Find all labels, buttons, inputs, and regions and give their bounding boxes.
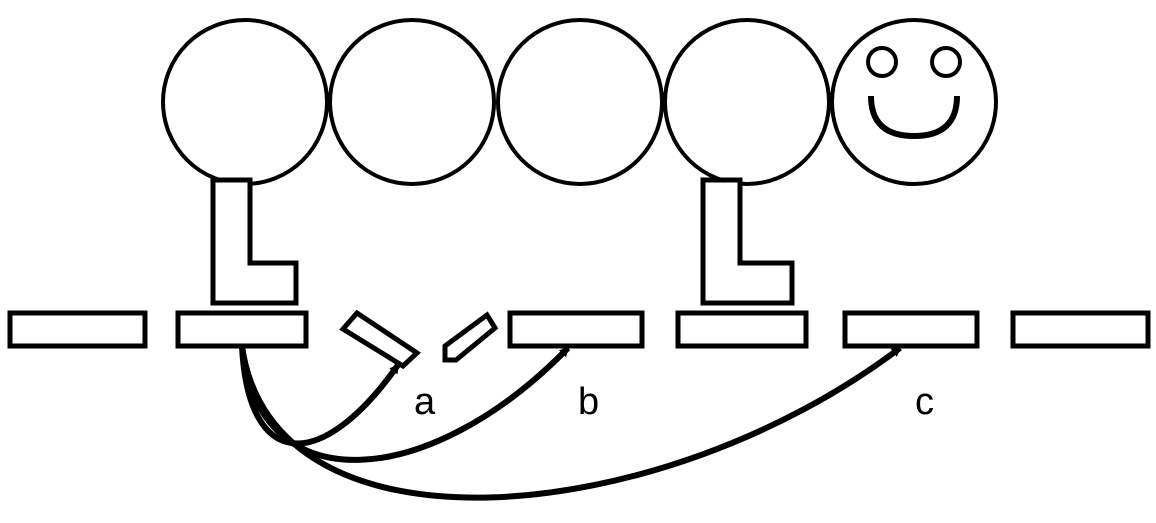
broken-piece-right xyxy=(442,311,499,363)
arrow-to-a xyxy=(239,345,401,447)
smiley-face-icon xyxy=(830,18,998,186)
ground-segment-1 xyxy=(7,310,148,349)
left-eye xyxy=(866,46,898,78)
ground-segment-8 xyxy=(1010,310,1151,349)
body-segment-2 xyxy=(328,18,496,186)
broken-ground xyxy=(339,309,499,370)
body-segment-3 xyxy=(496,18,664,186)
label-a: a xyxy=(414,381,436,423)
jump-arrows xyxy=(239,345,902,501)
ground-segment-7 xyxy=(842,310,980,349)
ground-segment-6 xyxy=(675,310,809,349)
smile xyxy=(868,95,960,140)
right-eye xyxy=(930,46,962,78)
ground xyxy=(7,310,1151,349)
caterpillar-body xyxy=(161,18,831,186)
ground-segment-2 xyxy=(175,310,309,349)
legs xyxy=(210,177,795,306)
leg-1 xyxy=(210,177,299,306)
arrow-to-c xyxy=(239,345,902,501)
label-b: b xyxy=(578,381,599,423)
head-circle xyxy=(830,18,998,186)
body-segment-4 xyxy=(663,18,831,186)
broken-piece-left xyxy=(339,309,422,370)
leg-2 xyxy=(700,177,795,306)
body-segment-1 xyxy=(161,18,329,186)
ground-segment-5 xyxy=(507,310,645,349)
label-c: c xyxy=(915,381,934,423)
